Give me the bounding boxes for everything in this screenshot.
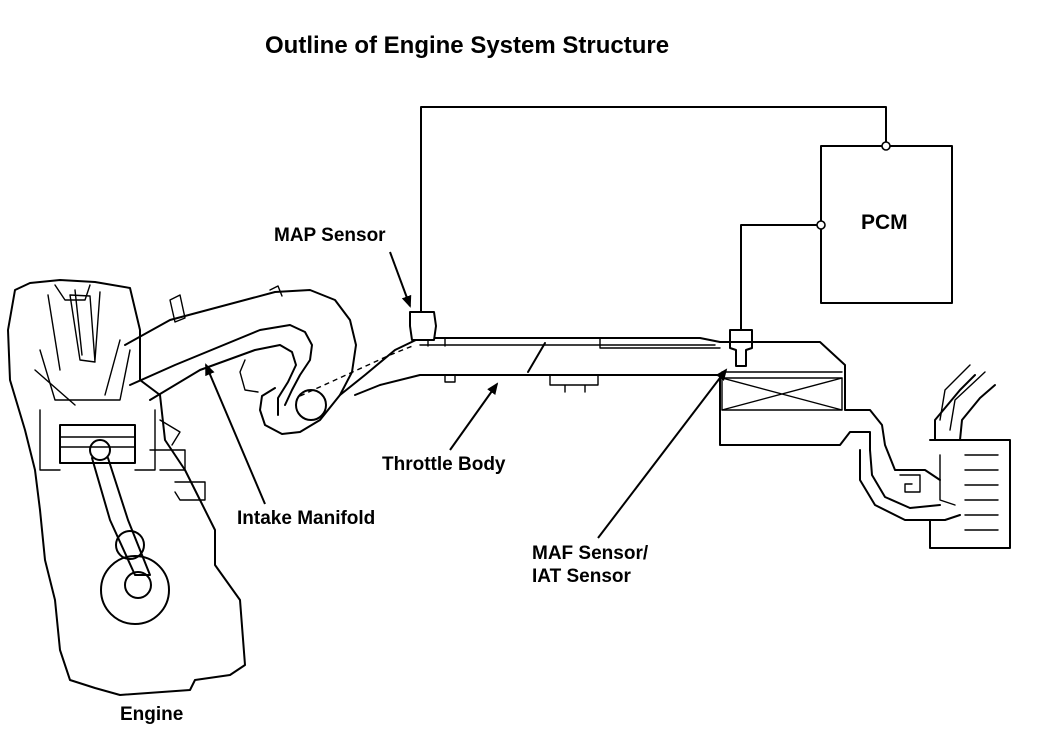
pcm-map-wire [420,106,891,313]
engine-block [7,279,246,696]
air-cleaner [719,341,941,481]
diagram-title: Outline of Engine System Structure [265,32,670,59]
maf-sensor-label-line1: MAF Sensor/ [532,543,649,564]
throttle-body-label: Throttle Body [382,454,506,475]
pcm-label: PCM [861,211,908,234]
pcm-maf-wire [740,220,826,331]
intake-manifold-label: Intake Manifold [237,508,376,529]
maf-iat-sensor-label: MAF Sensor/ IAT Sensor [532,542,648,588]
engine-label: Engine [120,704,184,725]
intake-duct [339,337,721,396]
maf-sensor-arrow [597,368,728,539]
map-sensor-label: MAP Sensor [274,225,386,246]
air-inlet-resonator [859,364,1011,549]
throttle-body-arrow [449,382,499,451]
maf-sensor-body [729,329,753,367]
maf-sensor-label-line2: IAT Sensor [532,566,631,587]
map-sensor-arrow [389,251,412,308]
intake-manifold-arrow [205,363,266,505]
intake-manifold [124,285,416,435]
map-sensor-body [409,311,437,341]
